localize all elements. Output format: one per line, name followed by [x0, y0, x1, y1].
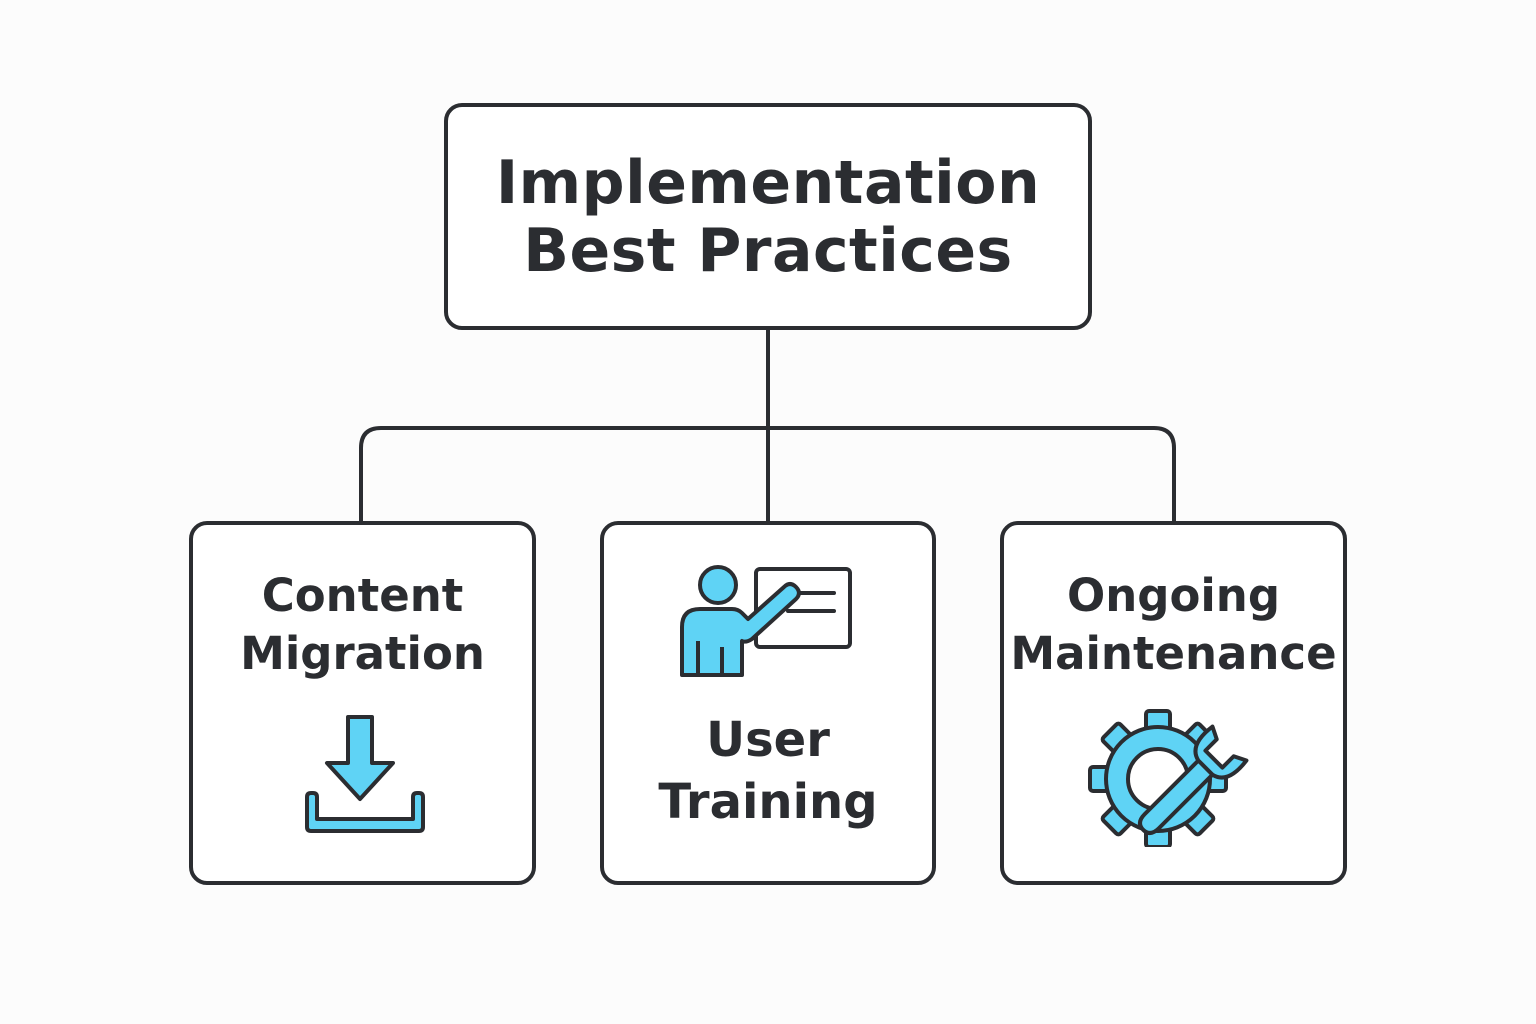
node-label-line-2: Migration: [240, 627, 485, 680]
connector-branch: [359, 426, 1176, 521]
node-content-migration: Content Migration: [189, 521, 536, 885]
node-label: Ongoing Maintenance: [1004, 567, 1343, 683]
root-node: Implementation Best Practices: [444, 103, 1092, 330]
node-ongoing-maintenance: Ongoing Maintenance: [1000, 521, 1347, 885]
root-title-line-2: Best Practices: [523, 215, 1013, 286]
node-label-line-2: Training: [658, 774, 878, 830]
presenter-icon: [676, 563, 858, 679]
gear-wrench-icon: [1088, 707, 1264, 847]
node-label-line-1: Ongoing: [1066, 569, 1281, 622]
node-label-line-2: Maintenance: [1010, 627, 1337, 680]
root-title-line-1: Implementation: [495, 147, 1041, 218]
node-label: User Training: [604, 709, 932, 833]
node-label-line-1: Content: [261, 569, 464, 622]
node-label: Content Migration: [193, 567, 532, 683]
download-icon: [301, 713, 431, 837]
node-label-line-1: User: [706, 712, 830, 768]
node-user-training: User Training: [600, 521, 936, 885]
